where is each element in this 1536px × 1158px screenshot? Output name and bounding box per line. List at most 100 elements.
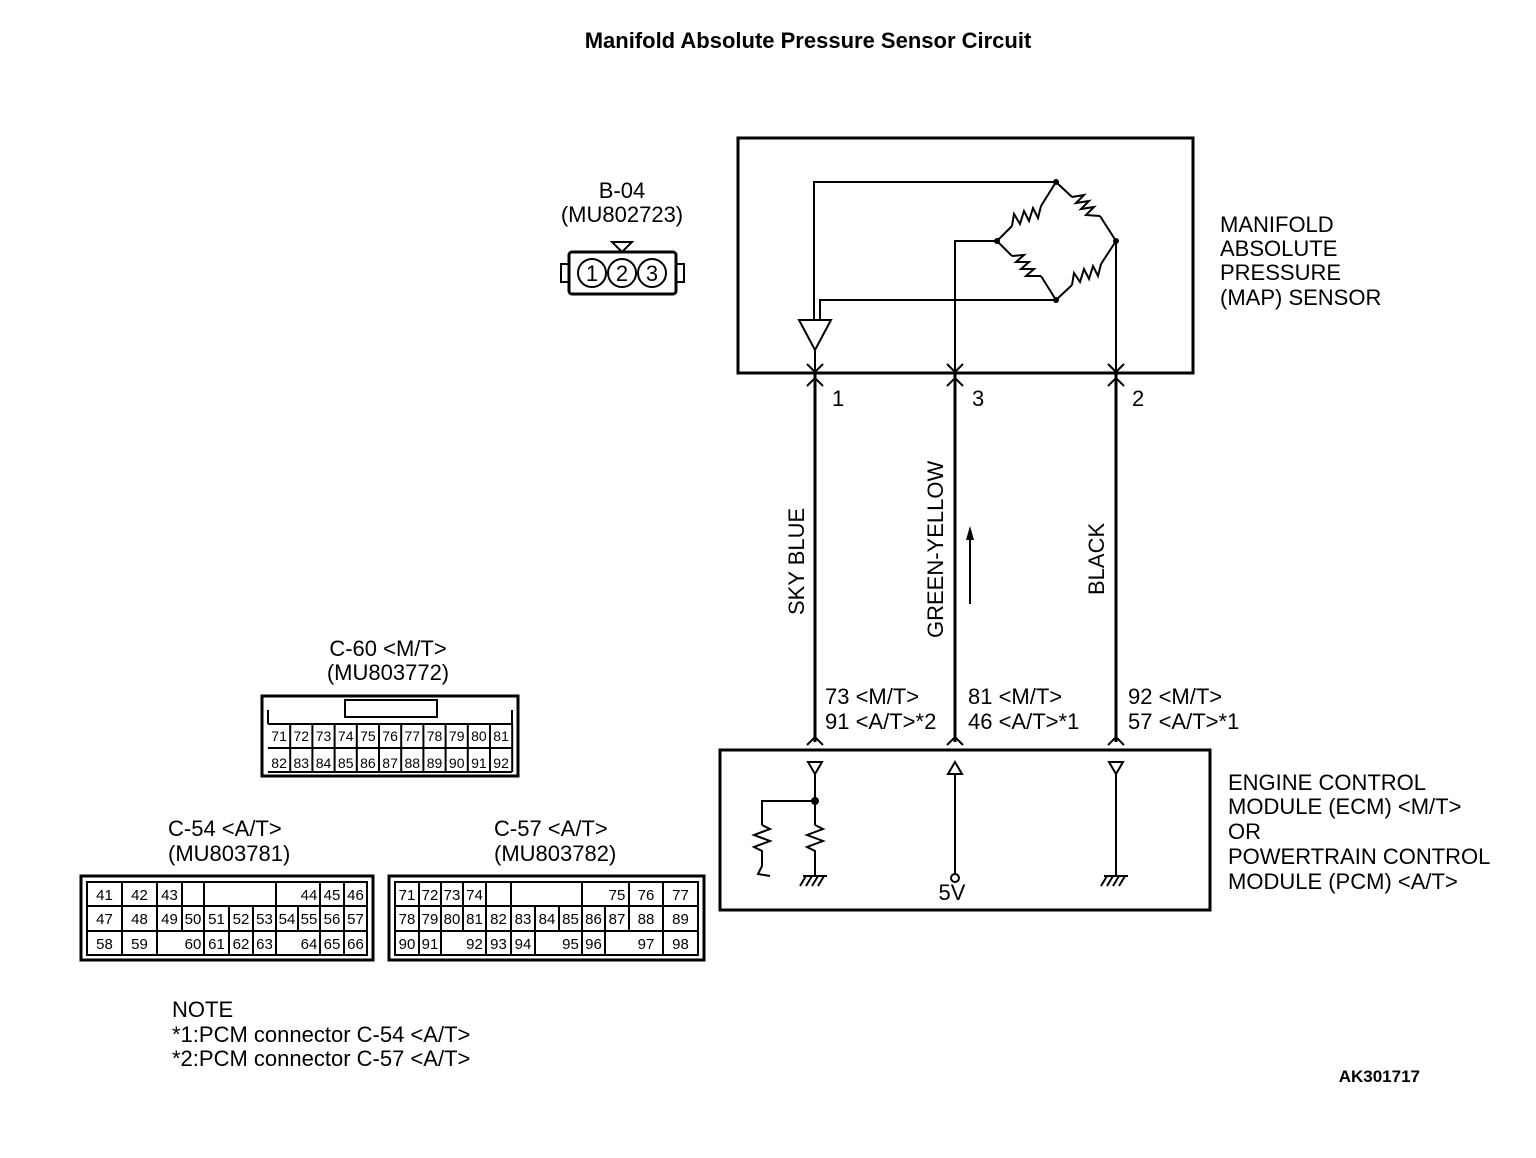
- supply-voltage-label: 5V: [939, 880, 966, 905]
- connector-pin-number: 51: [208, 911, 225, 928]
- connector-pin-number: 76: [382, 728, 398, 744]
- connector-pin-number: 95: [562, 936, 579, 953]
- connector-pin-number: 80: [444, 911, 461, 928]
- current-direction-arrow: [966, 526, 974, 604]
- note-heading: NOTE: [172, 997, 233, 1022]
- c54-connector-part: (MU803781): [168, 841, 290, 866]
- wire-green-yellow: [946, 363, 964, 746]
- module-pin-sky-blue-mt: 73 <M/T>: [825, 684, 919, 709]
- connector-pin-number: 85: [338, 755, 354, 771]
- wire-color-black: BLACK: [1084, 523, 1109, 595]
- connector-pin-number: 87: [609, 911, 626, 928]
- sensor-pin-3-label: 3: [972, 386, 984, 411]
- connector-pin-number: 84: [539, 911, 556, 928]
- ground-symbol-1: [799, 875, 827, 887]
- module-label-line-1: ENGINE CONTROL: [1228, 770, 1426, 795]
- connector-pin-number: 80: [471, 728, 487, 744]
- connector-pin-number: 59: [131, 936, 148, 953]
- connector-pin-number: 58: [96, 936, 113, 953]
- connector-pin-number: 91: [422, 936, 439, 953]
- connector-pin-number: 82: [490, 911, 507, 928]
- c57-connector-part: (MU803782): [494, 841, 616, 866]
- wire-color-sky-blue: SKY BLUE: [784, 508, 809, 615]
- sensor-pin-1-label: 1: [832, 386, 844, 411]
- connector-pin-number: 50: [185, 911, 202, 928]
- connector-pin-number: 73: [316, 728, 332, 744]
- diagram-title: Manifold Absolute Pressure Sensor Circui…: [585, 28, 1032, 53]
- connector-pin-number: 93: [490, 936, 507, 953]
- b04-pin-1: 1: [586, 261, 598, 286]
- connector-pin-number: 89: [427, 755, 443, 771]
- wire-black: [1107, 363, 1125, 746]
- connector-pin-number: 77: [405, 728, 421, 744]
- connector-pin-number: 66: [347, 936, 364, 953]
- connector-pin-number: 78: [427, 728, 443, 744]
- module-pin-green-yellow-at: 46 <A/T>*1: [968, 709, 1079, 734]
- figure-id: AK301717: [1339, 1067, 1420, 1086]
- wire-color-green-yellow: GREEN-YELLOW: [923, 461, 948, 638]
- connector-pin-number: 48: [131, 911, 148, 928]
- map-sensor-label-line-3: PRESSURE: [1220, 260, 1341, 285]
- module-label-line-2: MODULE (ECM) <M/T>: [1228, 794, 1461, 819]
- map-sensor-unit: [736, 136, 1195, 375]
- connector-pin-number: 44: [301, 887, 318, 904]
- c54-key: [203, 881, 277, 907]
- c60-connector-part: (MU803772): [327, 660, 449, 685]
- module-pin-green-yellow-mt: 81 <M/T>: [968, 684, 1062, 709]
- connector-pin-number: 91: [471, 755, 487, 771]
- connector-pin-number: 92: [493, 755, 509, 771]
- ground-symbol-2: [1100, 875, 1128, 887]
- connector-pin-number: 54: [279, 911, 296, 928]
- connector-pin-number: 53: [256, 911, 273, 928]
- pulldown-resistor: [804, 824, 826, 876]
- amplifier-triangle: [797, 319, 833, 353]
- module-label-line-4: POWERTRAIN CONTROL: [1228, 844, 1490, 869]
- connector-pin-number: 64: [301, 936, 318, 953]
- connector-pin-number: 42: [131, 887, 148, 904]
- connector-pin-number: 96: [585, 936, 602, 953]
- connector-pin-number: 72: [294, 728, 310, 744]
- c54-connector-name: C-54 <A/T>: [168, 816, 282, 841]
- bridge-resistors: [994, 179, 1119, 303]
- connector-pin-number: 86: [585, 911, 602, 928]
- connector-pin-number: 90: [399, 936, 416, 953]
- connector-pin-number: 47: [96, 911, 113, 928]
- b04-pin-2: 2: [616, 261, 628, 286]
- connector-pin-number: 98: [672, 936, 689, 953]
- ecm-pcm-module: [718, 748, 1212, 912]
- connector-pin-number: 49: [161, 911, 178, 928]
- map-sensor-box: [736, 136, 1195, 375]
- connector-pin-number: 43: [161, 887, 178, 904]
- connector-pin-number: 89: [672, 911, 689, 928]
- connector-pin-number: 61: [208, 936, 225, 953]
- connector-pin-number: 94: [515, 936, 532, 953]
- b04-connector-part: (MU802723): [561, 202, 683, 227]
- connector-pin-number: 56: [324, 911, 341, 928]
- map-sensor-label-line-4: (MAP) SENSOR: [1220, 285, 1381, 310]
- wire-sky-blue: [806, 363, 824, 746]
- connector-pin-number: 88: [638, 911, 655, 928]
- connector-pin-number: 84: [316, 755, 332, 771]
- connector-pin-number: 97: [638, 936, 655, 953]
- connector-pin-number: 46: [347, 887, 364, 904]
- module-label-line-5: MODULE (PCM) <A/T>: [1228, 869, 1458, 894]
- connector-pin-number: 86: [360, 755, 376, 771]
- connector-pin-number: 71: [271, 728, 287, 744]
- connector-pin-number: 73: [444, 887, 461, 904]
- connector-pin-number: 57: [347, 911, 364, 928]
- c57-connector-name: C-57 <A/T>: [494, 816, 608, 841]
- c60-connector-name: C-60 <M/T>: [329, 636, 446, 661]
- connector-pin-number: 75: [360, 728, 376, 744]
- module-label-line-3: OR: [1228, 819, 1261, 844]
- connector-pin-number: 75: [609, 887, 626, 904]
- c57-key: [510, 881, 583, 907]
- connector-pin-number: 71: [399, 887, 416, 904]
- note-line-2: *2:PCM connector C-57 <A/T>: [172, 1046, 470, 1071]
- c60-connector-face: [260, 694, 520, 778]
- sensor-pin-2-label: 2: [1132, 386, 1144, 411]
- connector-pin-number: 72: [422, 887, 439, 904]
- connector-pin-number: 83: [294, 755, 310, 771]
